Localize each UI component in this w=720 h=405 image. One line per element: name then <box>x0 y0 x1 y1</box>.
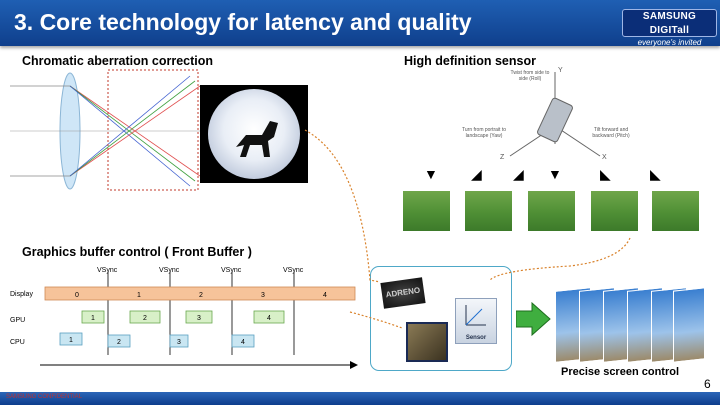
cpu-chip-image <box>406 322 448 362</box>
skateboarder-photo-sequence <box>555 285 705 365</box>
yaw-label: Turn from portrait to landscape (Yaw) <box>462 127 506 139</box>
down-arrow-icon: ◢ <box>513 166 524 182</box>
vsync-label: VSync <box>159 267 180 274</box>
sensor-axes-icon <box>465 305 486 326</box>
gpu-frame: 2 <box>143 315 147 322</box>
cpu-frame-box <box>59 332 83 346</box>
sensor-axes-diagram: Y Z X <box>500 67 607 161</box>
gpu-frame: 1 <box>91 315 95 322</box>
chromatic-diagram <box>10 69 205 191</box>
cpu-row-label: CPU <box>10 339 25 346</box>
lens-view-image <box>200 85 308 183</box>
green-forward-arrow-icon <box>516 302 551 336</box>
sensor-chip-image: Sensor <box>455 298 497 344</box>
sensor-section-title: High definition sensor <box>404 54 536 68</box>
correction-region <box>107 69 199 191</box>
axis-z-label: Z <box>500 154 505 161</box>
gpu-row-label: GPU <box>10 317 25 324</box>
page-number: 6 <box>704 377 711 391</box>
rider-photo <box>527 190 576 232</box>
gpu-frame: 4 <box>267 315 271 322</box>
display-frame: 2 <box>199 292 203 299</box>
confidential-label: SAMSUNG CONFIDENTIAL <box>6 394 83 400</box>
display-row-label: Display <box>10 291 33 298</box>
down-arrow-icon: ◣ <box>650 166 661 182</box>
time-arrow-icon <box>350 361 358 369</box>
rider-photo <box>590 190 639 232</box>
horse-icon <box>236 121 278 157</box>
buffer-section-title: Graphics buffer control ( Front Buffer ) <box>22 245 252 259</box>
cpu-frame: 1 <box>69 337 73 344</box>
vsync-label: VSync <box>221 267 242 274</box>
axis-y-label: Y <box>558 67 563 74</box>
axis-x-label: X <box>602 154 607 161</box>
display-frame: 4 <box>323 292 327 299</box>
cpu-frame: 3 <box>177 339 181 346</box>
header-bar <box>0 0 720 46</box>
gpu-frame-box <box>81 310 105 324</box>
sensor-label: Sensor <box>465 335 487 341</box>
pitch-label: Tilt forward and backward (Pitch) <box>592 127 630 139</box>
display-frame: 0 <box>75 292 79 299</box>
samsung-logo: SAMSUNG DIGITall everyone's invited <box>622 9 717 47</box>
gpu-frame-box <box>129 310 161 324</box>
front-buffer-diagram: VSync VSync VSync VSync Display GPU CPU … <box>10 267 358 369</box>
vsync-label: VSync <box>97 267 118 274</box>
chromatic-section-title: Chromatic aberration correction <box>22 54 214 68</box>
cpu-frame: 2 <box>117 339 121 346</box>
display-frame: 1 <box>137 292 141 299</box>
cpu-frame: 4 <box>241 339 245 346</box>
footer-bar <box>0 392 720 405</box>
down-arrow-icon: ◢ <box>471 166 482 182</box>
screen-section-title: Precise screen control <box>561 366 680 378</box>
display-frame: 3 <box>261 292 265 299</box>
gpu-frame-box <box>253 310 285 324</box>
down-arrow-icon: ▼ <box>424 166 438 182</box>
logo-text: SAMSUNG DIGITall <box>642 11 697 36</box>
gpu-frame: 3 <box>197 315 201 322</box>
rider-photo <box>402 190 451 232</box>
logo-tagline: everyone's invited <box>637 38 702 47</box>
rider-photo <box>464 190 513 232</box>
roll-label: Twist from side to side (Roll) <box>510 70 550 82</box>
lens-view-disc <box>208 89 300 179</box>
display-bar <box>44 286 356 301</box>
connector-arrows <box>304 129 631 329</box>
vsync-label: VSync <box>283 267 304 274</box>
phone-icon <box>537 97 573 143</box>
cpu-frame-box <box>169 334 189 348</box>
down-arrow-icon: ▼ <box>548 166 562 182</box>
rider-photo <box>651 190 700 232</box>
down-arrow-icon: ◣ <box>600 166 611 182</box>
slide-title: 3. Core technology for latency and quali… <box>14 9 472 35</box>
gpu-frame-box <box>185 310 213 324</box>
cpu-frame-box <box>231 334 255 348</box>
cpu-frame-box <box>107 334 131 348</box>
